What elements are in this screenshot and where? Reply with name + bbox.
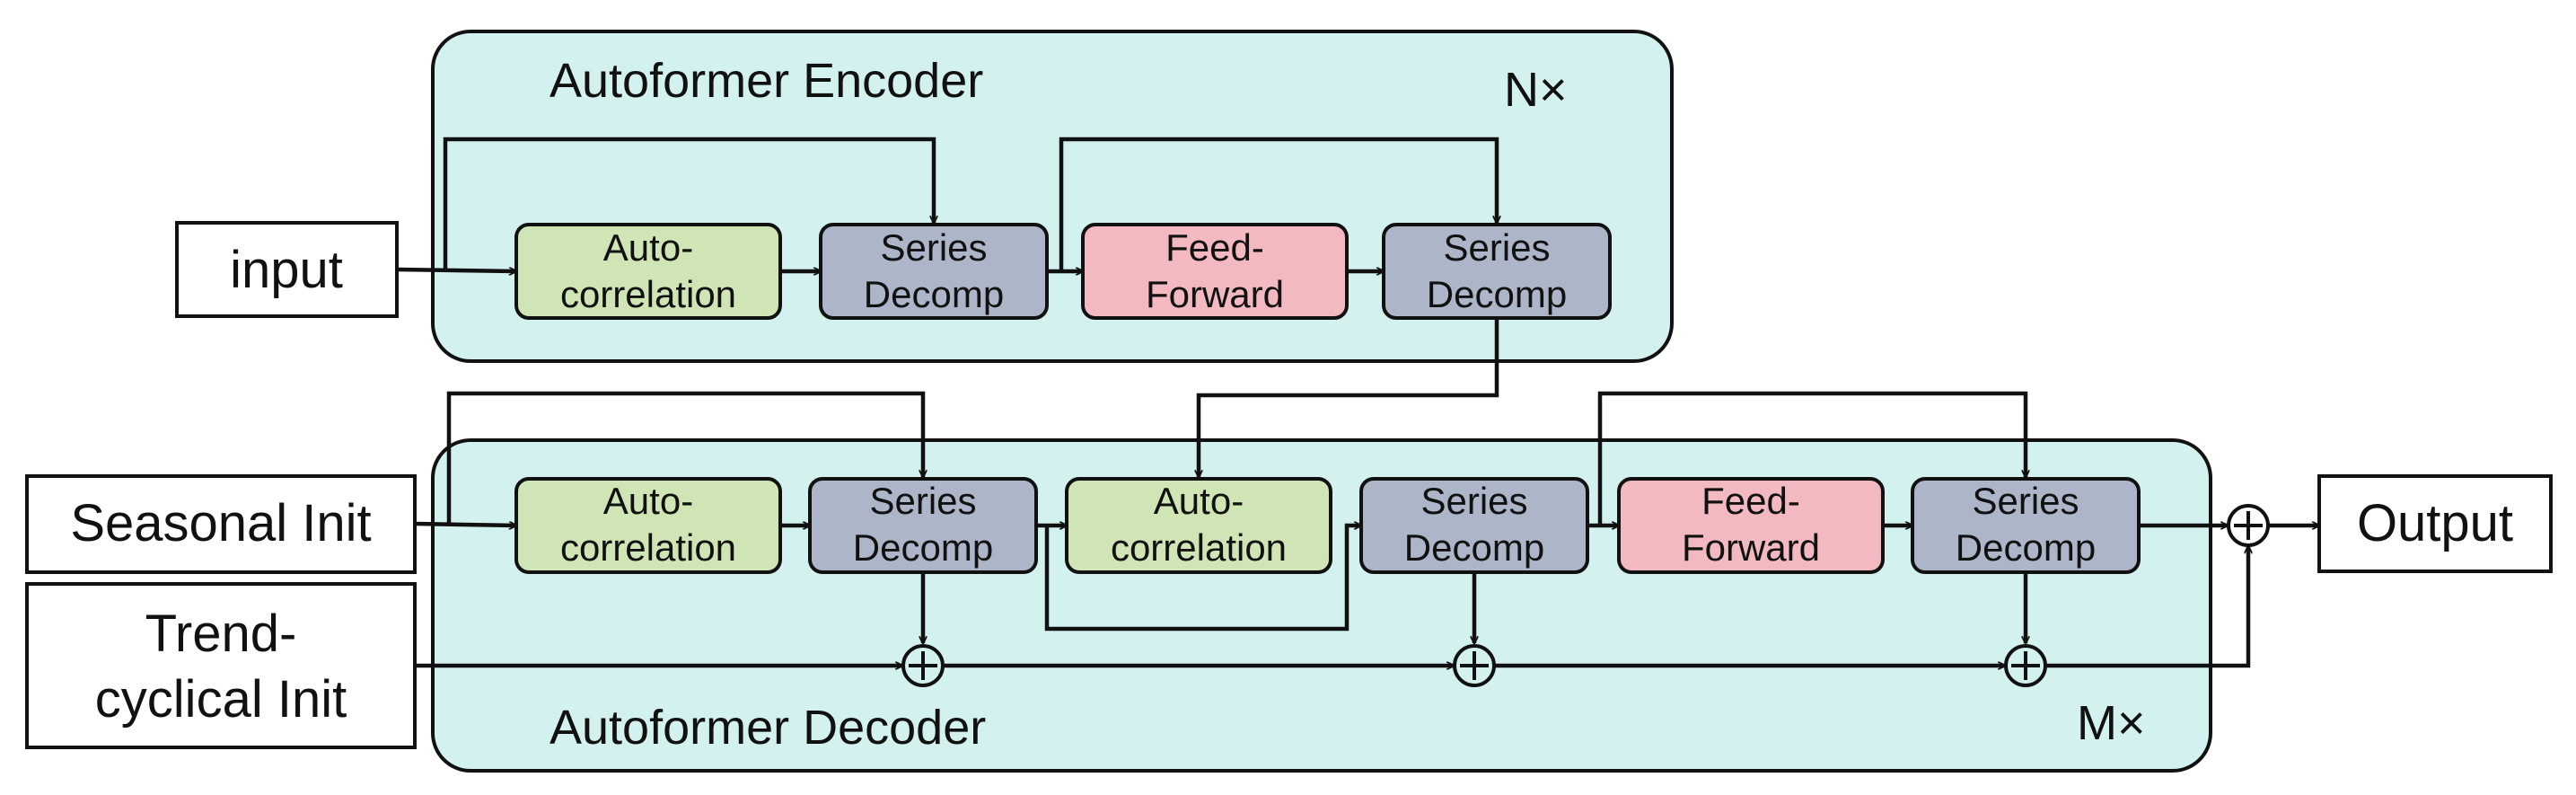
arrow-icon xyxy=(1199,318,1499,477)
block-label-line1: Series xyxy=(880,226,987,269)
decoder-repeat-label: M× xyxy=(2077,696,2146,750)
output-box: Output xyxy=(2317,474,2553,573)
decoder-autocorrelation-block-2: Auto- correlation xyxy=(1065,477,1332,574)
input-label: input xyxy=(230,241,343,299)
seasonal-init-box: Seasonal Init xyxy=(25,474,417,574)
block-label-line1: Auto- xyxy=(603,226,693,269)
block-label-line2: Forward xyxy=(1146,273,1284,315)
decoder-feed-forward-block: Feed- Forward xyxy=(1617,477,1885,574)
block-label-line1: Series xyxy=(1443,226,1550,269)
block-label-line1: Feed- xyxy=(1701,480,1800,522)
encoder-title: Autoformer Encoder xyxy=(549,54,983,108)
block-label-line2: Forward xyxy=(1682,526,1820,569)
block-label-line2: Decomp xyxy=(864,273,1004,315)
arrow-icon xyxy=(1597,391,2026,526)
block-label-line2: Decomp xyxy=(1404,526,1544,569)
input-box: input xyxy=(175,221,399,318)
block-label-line1: Series xyxy=(1420,480,1527,522)
trend-init-label-line2: cyclical Init xyxy=(95,670,347,729)
arrow-icon xyxy=(1044,526,1361,632)
decoder-connectors xyxy=(414,391,2319,668)
block-label-line1: Auto- xyxy=(1154,480,1244,522)
arrow-icon xyxy=(446,391,923,524)
block-label-line2: Decomp xyxy=(1427,273,1567,315)
arrow-icon xyxy=(414,524,516,526)
block-label-line2: Decomp xyxy=(1956,526,2096,569)
sum-node-icon xyxy=(901,644,945,687)
decoder-autocorrelation-block-1: Auto- correlation xyxy=(514,477,782,574)
block-label-line1: Series xyxy=(1972,480,2079,522)
decoder-series-decomp-block-3: Series Decomp xyxy=(1911,477,2141,574)
block-label-line1: Feed- xyxy=(1165,226,1264,269)
decoder-series-decomp-block-1: Series Decomp xyxy=(808,477,1038,574)
block-label-line2: correlation xyxy=(1111,526,1287,569)
sum-node-icon xyxy=(2004,644,2047,687)
encoder-connectors xyxy=(396,137,1499,477)
encoder-feed-forward-block: Feed- Forward xyxy=(1081,223,1349,320)
decoder-series-decomp-block-2: Series Decomp xyxy=(1359,477,1589,574)
output-label: Output xyxy=(2357,494,2513,552)
arrow-icon xyxy=(443,137,934,269)
trend-init-label-line1: Trend- xyxy=(145,605,297,663)
block-label-line1: Series xyxy=(869,480,976,522)
block-label-line2: correlation xyxy=(560,273,736,315)
encoder-series-decomp-block-2: Series Decomp xyxy=(1382,223,1612,320)
encoder-autocorrelation-block: Auto- correlation xyxy=(514,223,782,320)
block-label-line2: correlation xyxy=(560,526,736,569)
block-label-line2: Decomp xyxy=(853,526,993,569)
decoder-title: Autoformer Decoder xyxy=(549,701,986,755)
block-label-line1: Auto- xyxy=(603,480,693,522)
arrow-icon xyxy=(1059,137,1497,271)
arrow-icon xyxy=(396,269,516,271)
arrow-icon xyxy=(2046,546,2248,668)
encoder-repeat-label: N× xyxy=(1504,63,1568,117)
sum-node-icon xyxy=(2227,504,2270,547)
sum-node-icon xyxy=(1453,644,1496,687)
seasonal-init-label: Seasonal Init xyxy=(70,494,371,552)
trend-init-box: Trend- cyclical Init xyxy=(25,582,417,749)
encoder-series-decomp-block-1: Series Decomp xyxy=(819,223,1049,320)
